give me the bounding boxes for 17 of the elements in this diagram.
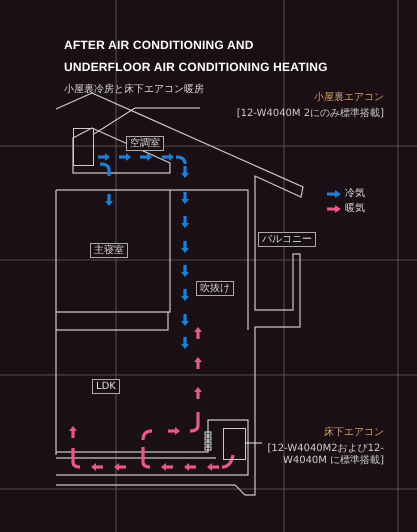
room-label: 空調室 (126, 136, 164, 151)
title: AFTER AIR CONDITIONING AND UNDERFLOOR AIR CONDITIONING HEATING (64, 37, 329, 76)
subtitle: 小屋裏冷房と床下エアコン暖房 (64, 82, 204, 96)
air-conditioner-unit (73, 128, 94, 166)
legend-label: 冷気 (345, 187, 365, 200)
air-conditioner-unit (223, 428, 246, 460)
callout-label: 小屋裏エアコン (314, 91, 384, 104)
callout-label: 床下エアコン (324, 426, 384, 439)
callout-note: [12-W4040M2および12-W4040M に標準搭載] (266, 443, 384, 467)
room-label: バルコニー (258, 232, 316, 247)
room-label: LDK (92, 379, 120, 394)
callout-note: [12-W4040M 2にのみ標準搭載] (236, 108, 384, 120)
room-label: 主寝室 (90, 243, 128, 258)
room-label: 吹抜け (196, 281, 234, 296)
legend-label: 暖気 (345, 202, 365, 215)
leader-line (94, 108, 200, 134)
leader-line (246, 442, 262, 444)
